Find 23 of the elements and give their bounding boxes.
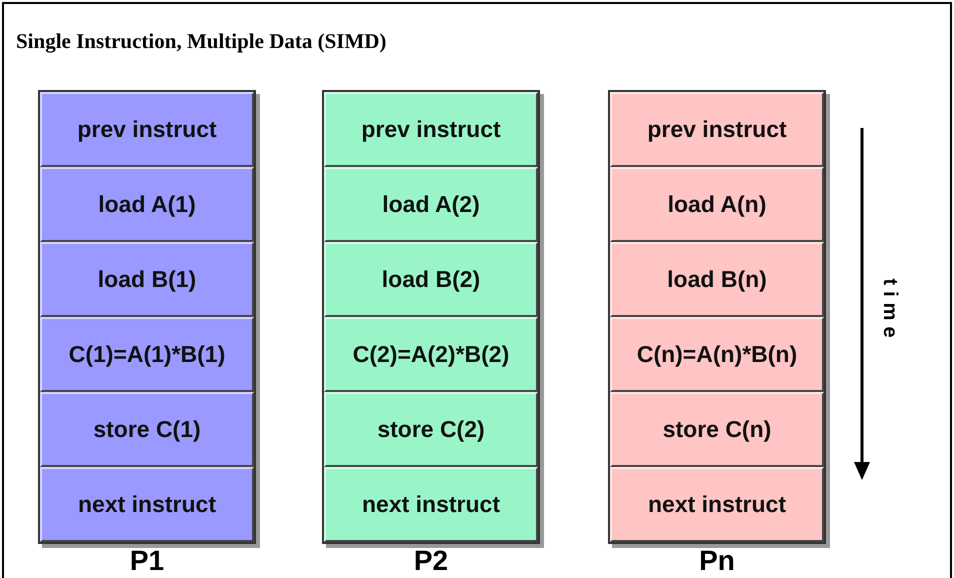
instruction-cell: store C(n) [610, 392, 824, 467]
instruction-cell: load A(1) [40, 167, 254, 242]
instruction-cell: prev instruct [324, 92, 538, 167]
instruction-cell: prev instruct [40, 92, 254, 167]
processor-label: P2 [412, 545, 450, 577]
instruction-cell: load B(1) [40, 242, 254, 317]
instruction-cell: load A(n) [610, 167, 824, 242]
instruction-cell: C(n)=A(n)*B(n) [610, 317, 824, 392]
instruction-cell: next instruct [610, 467, 824, 542]
instruction-cell: store C(1) [40, 392, 254, 467]
instruction-cell: load A(2) [324, 167, 538, 242]
instruction-cell: C(2)=A(2)*B(2) [324, 317, 538, 392]
instruction-cell: load B(n) [610, 242, 824, 317]
instruction-cell: prev instruct [610, 92, 824, 167]
processor-label: Pn [698, 545, 736, 577]
instruction-cell: next instruct [40, 467, 254, 542]
instruction-cell: load B(2) [324, 242, 538, 317]
instruction-cell: next instruct [324, 467, 538, 542]
instruction-cell: C(1)=A(1)*B(1) [40, 317, 254, 392]
axis-label: time [878, 277, 902, 346]
instruction-cell: store C(2) [324, 392, 538, 467]
processor-label: P1 [128, 545, 166, 577]
title: Single Instruction, Multiple Data (SIMD) [16, 28, 386, 55]
